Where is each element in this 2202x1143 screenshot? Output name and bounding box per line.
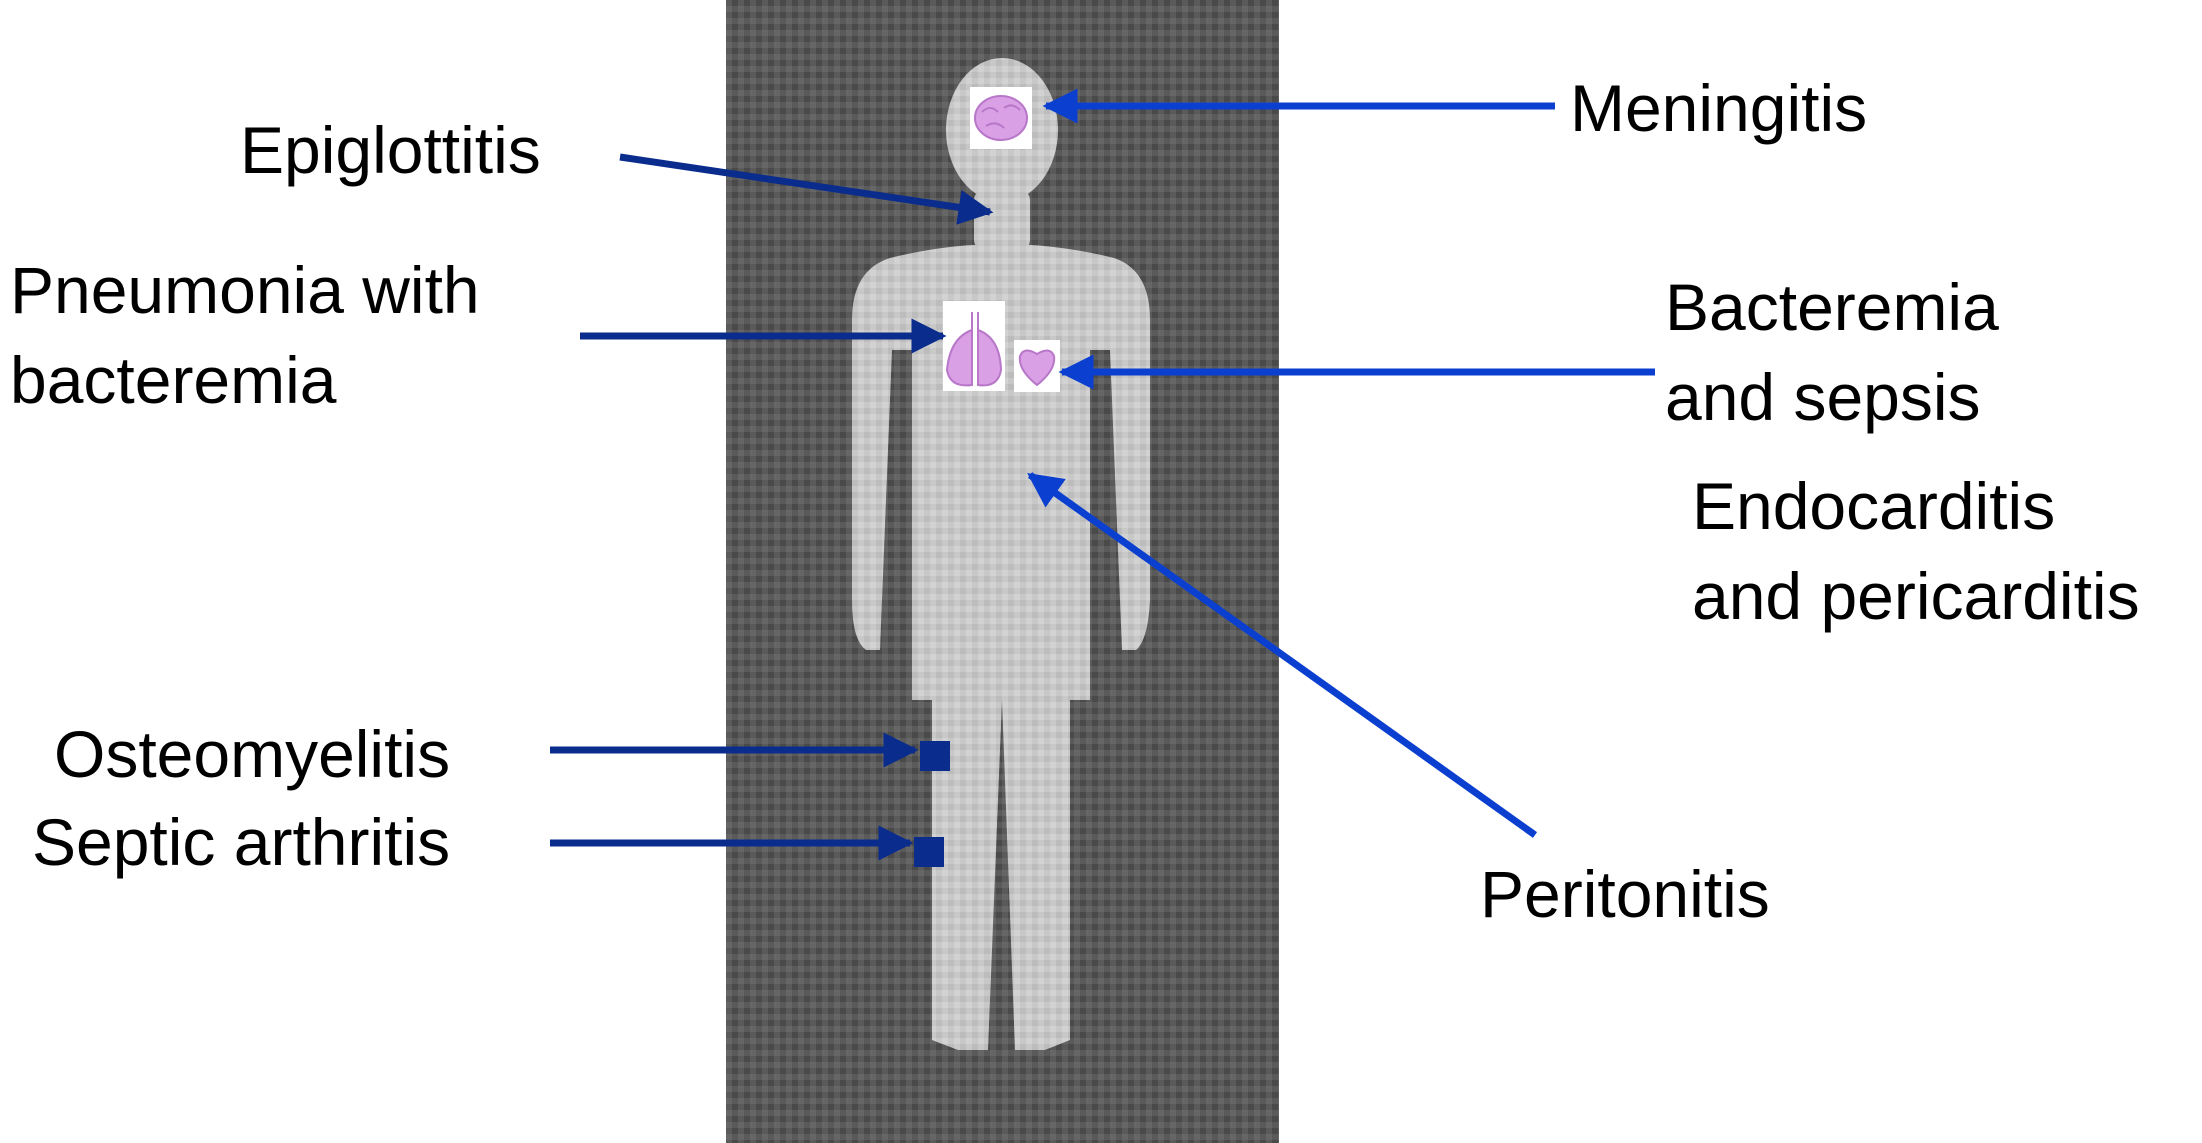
label-pneumonia-line1: Pneumonia with (10, 246, 480, 334)
label-bacteremia-line2: and sepsis (1665, 353, 1981, 441)
label-endocarditis-line2: and pericarditis (1692, 552, 2140, 640)
label-septic-arthritis: Septic arthritis (32, 798, 450, 886)
label-epiglottitis: Epiglottitis (240, 106, 541, 194)
osteomyelitis-marker (920, 741, 950, 771)
septic-arthritis-marker (914, 837, 944, 867)
heart-icon (1014, 340, 1060, 392)
label-pneumonia-line2: bacteremia (10, 336, 337, 424)
label-meningitis: Meningitis (1570, 64, 1867, 152)
label-endocarditis-line1: Endocarditis (1692, 462, 2055, 550)
label-osteomyelitis: Osteomyelitis (54, 710, 450, 798)
lungs-icon (943, 301, 1005, 391)
brain-icon (970, 87, 1032, 149)
label-bacteremia-line1: Bacteremia (1665, 263, 1999, 351)
label-peritonitis: Peritonitis (1480, 850, 1770, 938)
